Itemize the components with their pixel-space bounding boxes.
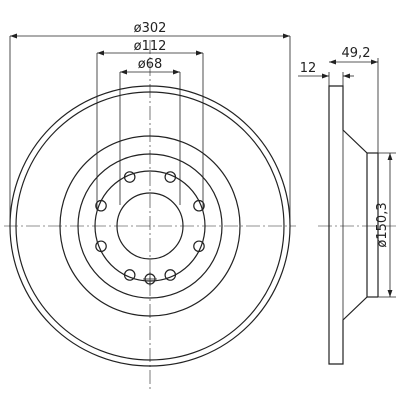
dimension-bolt-circle: ø112 [96,39,204,210]
bolt-hole [95,199,107,212]
center-bore-diameter-label: ø68 [138,57,163,72]
outer-diameter-label: ø302 [134,21,167,36]
dimension-center-bore: ø68 [119,57,181,205]
outer-rim-chamfer-circle [15,91,285,361]
overall-height-label: 49,2 [342,46,371,61]
dimension-overall-height: 49,2 [329,46,379,153]
bolt-hole-group [95,171,205,281]
front-view [4,40,296,392]
hat-diameter-label: ø150,3 [375,202,390,247]
bolt-hole [193,199,205,212]
bolt-circle-diameter-label: ø112 [134,39,167,54]
bolt-hole [123,269,136,281]
locating-hole [143,272,157,286]
hat-outer-circle [77,153,223,299]
side-view-profile [328,85,368,365]
dimension-outer-diameter: ø302 [9,21,291,226]
disc-thickness-label: 12 [300,61,317,76]
dimension-hat-diameter: ø150,3 [375,152,396,298]
bolt-hole [123,171,136,183]
dimension-disc-thickness: 12 [298,61,354,86]
bolt-hole [95,240,107,253]
bolt-hole [193,240,205,253]
friction-ring-inner-circle [59,135,241,317]
center-bore-circle [116,192,184,260]
bolt-hole [164,171,177,183]
bolt-hole [164,269,177,281]
side-view [318,85,396,365]
